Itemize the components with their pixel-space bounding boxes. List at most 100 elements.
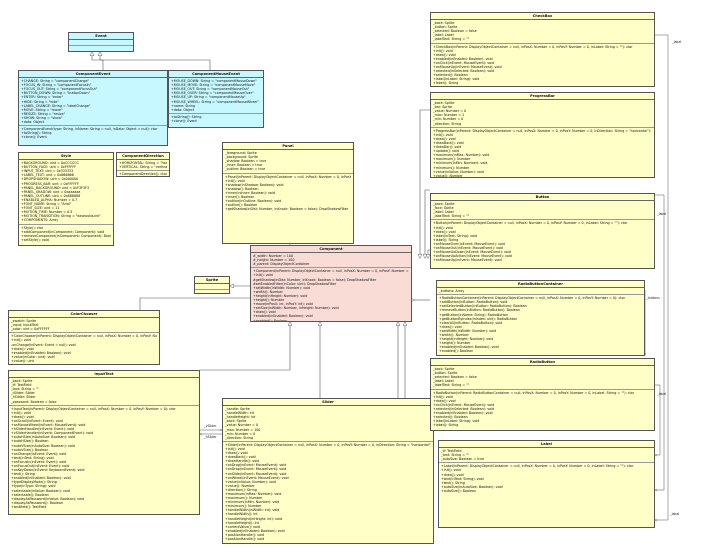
operation-row: +InputText(inParent: DisplayObjectContai… (11, 406, 176, 411)
class-slider[interactable]: Slider_handle: Sprite_handleWidth: int_h… (222, 398, 434, 544)
class-name: ProgressBar (431, 93, 654, 101)
edge-label-vslider: _vSlider (204, 424, 217, 428)
class-style[interactable]: Style+BACKGROUND: uint = 0xCCCCCC+BUTTON… (18, 152, 114, 246)
attribute-row: #_height: Number = 100 (253, 258, 295, 263)
operation-row: +outline(inOutline: Boolean): void (225, 199, 282, 204)
operation-row: +onMouseUpAction(inEvent: MouseEvent): v… (433, 254, 512, 259)
attribute-row: _back: Sprite (11, 379, 33, 384)
attribute-row: +LABEL_CHANGE: String = "labelChange" (21, 103, 91, 108)
operation-row: +onKeyDown(inEvent: KeyboardEvent): void (11, 468, 85, 473)
operation-row: +Label(inParent: DisplayObjectContainer … (441, 464, 634, 469)
operation-row: +init(): void (433, 132, 453, 137)
operation-row: +onFocusOut(inEvent: Event): void (11, 463, 70, 468)
class-name: ColorChooser (9, 311, 159, 319)
operation-row: +selected(inSelected: Boolean): void (433, 69, 495, 74)
operation-row: +draw(): void (11, 414, 34, 419)
class-name: Label (439, 441, 654, 449)
attribute-row: +RESIZE: String = "resize" (21, 111, 66, 116)
attribute-row: +data: Object (171, 107, 195, 112)
class-sprite[interactable]: Sprite (194, 276, 230, 294)
operation-row: +onMouseGoDown(inEvent: MouseEvent): voi… (433, 250, 511, 255)
attribute-row: +LABEL_TEXT: uint = 0x666666 (21, 173, 74, 178)
gen-button-component (428, 249, 430, 258)
operation-row: +hSliderHandler(inEvent: Event): void (11, 427, 74, 432)
operation-row: +enabled(inEnabled: Boolean): void (439, 345, 499, 350)
operations-section: +CheckBox(inParent: DisplayObjectContain… (431, 44, 654, 86)
operation-row: +enabled(): Boolean (253, 318, 288, 322)
operation-row: +onMouseOut(inEvent: MouseEvent): void (433, 246, 504, 251)
operation-row: +ColorChooser(inParent: DisplayObjectCon… (11, 334, 157, 339)
operation-row: +toString(): String (171, 114, 202, 119)
class-input-text[interactable]: InputText_back: Sprite_tf: TextField_tex… (8, 370, 200, 515)
operation-row: +maximum(): Number (225, 496, 263, 501)
class-component-direction[interactable]: ComponentDirection+HORIZONTAL: String = … (116, 152, 170, 177)
attribute-row: _back: Sprite (225, 419, 247, 424)
class-event[interactable]: Event (68, 32, 134, 52)
class-label[interactable]: Label_tf: TextField_text: String = ""_au… (438, 440, 655, 528)
class-name: Style (19, 153, 113, 161)
operation-row: +draw(): void (225, 451, 248, 456)
attribute-row: +MOVE: String = "move" (21, 107, 63, 112)
attributes-section: _back: Sprite_button: Sprite_selected: B… (431, 20, 654, 44)
operation-row: +displayAsPassword(inValue: Boolean): vo… (11, 496, 85, 501)
operation-row: +onDrag(inEvent: MouseEvent): void (225, 463, 287, 468)
class-progress-bar[interactable]: ProgressBar_back: Sprite_bar: Sprite_val… (430, 92, 655, 178)
edge-label-buttons: _buttons (646, 296, 660, 300)
operation-row: +autoHSize(): Boolean (11, 439, 49, 444)
operation-row: +init(): void (433, 394, 453, 399)
operation-row: +drawHandle(): void (225, 459, 260, 464)
operation-row: +value(inValue: Number): void (225, 479, 276, 484)
operation-row: +autoHSize(inAutoSize: Boolean): void (11, 435, 76, 440)
operations-section: +Button(inParent: DisplayObjectContainer… (431, 220, 654, 263)
attribute-row: +COMPONENTS: Array (21, 218, 59, 223)
attribute-row: _tf: TextField (441, 449, 462, 454)
operation-row: -onChange(inEvent: Event = null): void (11, 342, 76, 347)
operation-row: #setEnabledFilter(inColor: uint): DropSh… (253, 281, 337, 286)
attribute-row: _labelText: String = "" (433, 37, 470, 42)
edge-label-label-tf: _label (670, 512, 680, 516)
class-component[interactable]: Component#_width: Number = 100#_height: … (250, 245, 412, 322)
attribute-row: _back: Sprite (433, 101, 455, 106)
attribute-row: +FOCUS_OUT: String = "componentFocusOut" (21, 87, 98, 92)
operations-section: +Label(inParent: DisplayObjectContainer … (439, 463, 654, 494)
operation-row: +handleWidth(): int (225, 512, 258, 517)
operation-row: +drawBack(): void (225, 455, 256, 460)
operation-row: +onChange(inEvent: Event): void (11, 451, 67, 456)
attribute-row: _shadow: Boolean = true (225, 159, 267, 164)
operation-row: +label(): String (433, 81, 459, 86)
operation-row: +onMouseOver(inEvent: MouseEvent): void (433, 241, 505, 246)
operation-row: +onMouseUp(inEvent: MouseEvent): void (433, 65, 502, 70)
attribute-row: +ENABLED_ALPHA: Number = 0.7 (21, 197, 78, 202)
class-panel[interactable]: Panel_foreground: Sprite_background: Spr… (222, 142, 354, 244)
attribute-row: +FONT_NAME: String = "Arial" (21, 202, 72, 207)
attributes-section: +MOUSE_DOWN: String = "componentMouseDow… (169, 78, 263, 114)
attribute-row: +DROPSHADOW: uint = 0x000000 (21, 177, 79, 182)
attribute-row: +PANEL_OUTLINE: uint = 0x888888 (21, 193, 81, 198)
class-checkbox[interactable]: CheckBox_back: Sprite_button: Sprite_sel… (430, 12, 655, 87)
attribute-row: _selected: Boolean = false (433, 375, 477, 380)
class-component-event[interactable]: ComponentEvent+CHANGE: String = "compone… (18, 70, 168, 146)
edge-label-button: _label (657, 212, 667, 216)
class-component-mouse-event[interactable]: ComponentMouseEvent+MOUSE_DOWN: String =… (168, 70, 264, 128)
class-name: Event (69, 33, 133, 41)
attribute-row: _value: Number = 0 (225, 423, 259, 428)
operations-section (69, 46, 133, 51)
attributes-section: _back: Sprite_bar: Sprite_value: Number … (431, 100, 654, 128)
operation-row: +draw(): void (433, 398, 456, 403)
class-color-chooser[interactable]: ColorChooser_swatch: Sprite_input: Input… (8, 310, 160, 365)
class-button[interactable]: Button_back: Sprite_face: Sprite_label: … (430, 193, 655, 269)
attribute-row: +BACKGROUND: uint = 0xCCCCCC (21, 161, 79, 166)
class-radio-button-container[interactable]: RadioButtonContainer_buttons: Array+Radi… (436, 280, 645, 356)
operation-row: +vSliderHandler(inEvent: ComponentEvent)… (11, 431, 93, 436)
operation-row: +maximum(inMax: Number): void (225, 491, 282, 496)
operation-row: +onScroll(inEvent: Event): void (11, 418, 63, 423)
operation-row: +text(): String (441, 480, 465, 485)
operation-row: +correctValue(): void (225, 524, 261, 529)
operations-section: +toString(): String+clone(): Event (169, 114, 263, 124)
attribute-row: _buttons: Array (439, 289, 465, 294)
class-radio-button[interactable]: RadioButton_back: Sprite_button: Sprite_… (430, 358, 655, 431)
operation-row: +maximum(inMax: Number): void (433, 153, 490, 158)
attribute-row: _value: Number = 0 (433, 109, 467, 114)
operation-row: +drawBack(): void (433, 140, 464, 145)
